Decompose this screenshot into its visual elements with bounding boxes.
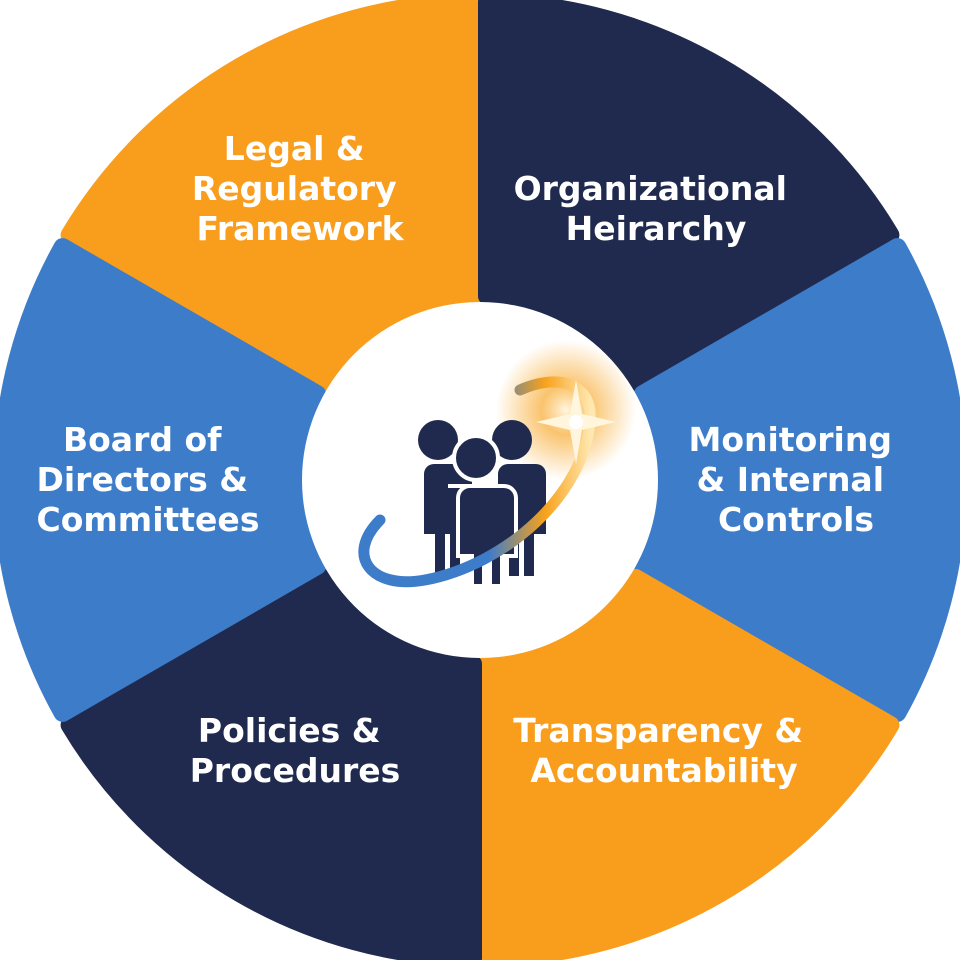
segment-hierarchy-label: Organizational Heirarchy <box>514 169 799 248</box>
sparkle-icon <box>536 380 616 464</box>
segment-board-label: Board of Directors & Committees <box>36 420 259 539</box>
segment-policies-label: Policies & Procedures <box>190 711 401 790</box>
people-group-orbit-icon <box>358 340 636 588</box>
segment-legal-label: Legal & Regulatory Framework <box>192 129 408 248</box>
segment-transparency <box>477 568 900 960</box>
segment-monitoring <box>633 238 960 722</box>
segment-legal <box>60 0 483 392</box>
segment-policies <box>60 568 483 960</box>
segment-hierarchy <box>477 0 900 392</box>
orbit-swoosh <box>358 376 596 588</box>
segment-monitoring-label: Monitoring & Internal Controls <box>689 420 904 539</box>
segment-board <box>0 238 327 722</box>
segment-transparency-label: Transparency & Accountability <box>513 711 814 790</box>
